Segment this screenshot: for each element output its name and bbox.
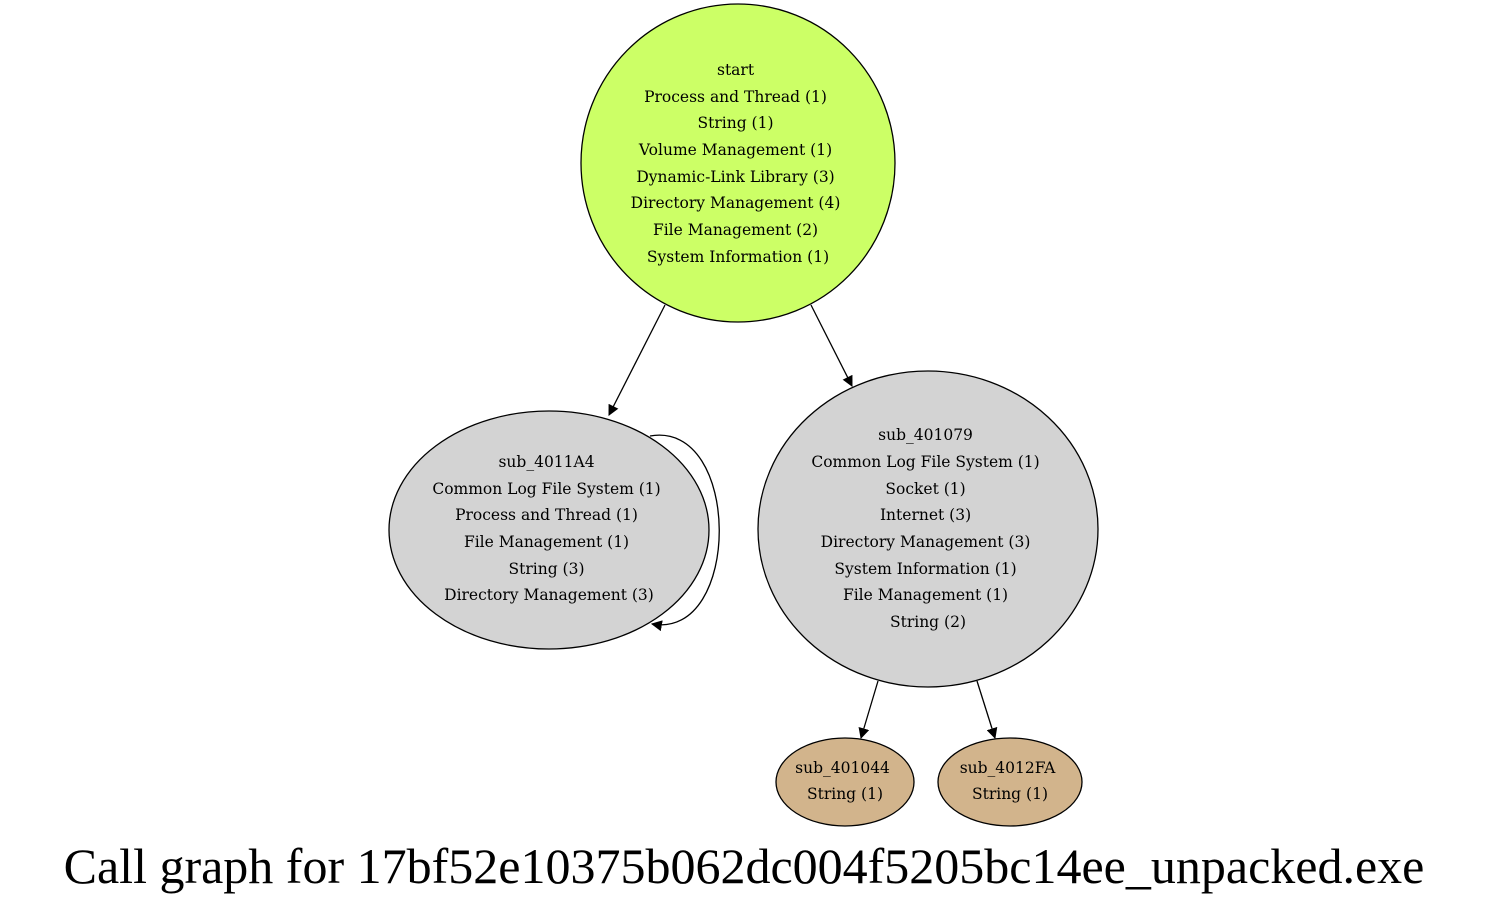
svg-text:sub_401079 Common Log Fi: sub_401079 Common Log File System (1) So… [811,426,1044,631]
node-sub-4011a4-title: sub_4011A4 [498,453,594,471]
edge-sub-401079-to-sub-4012fa [976,680,998,740]
node-start-line: Dynamic-Link Library (3) [636,168,834,186]
node-sub-401079-line: System Information (1) [834,560,1016,578]
node-sub-401044[interactable]: sub_401044 String (1) [775,737,915,827]
node-sub-4011a4-line: Process and Thread (1) [455,506,638,524]
svg-text:sub_401044 String (1): sub_401044 String (1) [795,759,895,803]
node-sub-4011a4-line: File Management (1) [464,533,629,551]
node-sub-401079-line: String (2) [890,613,966,631]
node-start-line: Process and Thread (1) [644,88,827,106]
node-sub-4012fa-shape [937,737,1083,827]
node-sub-401079-title: sub_401079 [878,426,973,444]
node-sub-4011a4-shape [388,410,710,650]
node-sub-4012fa-title: sub_4012FA [960,759,1056,777]
node-start-line: Volume Management (1) [638,141,832,159]
edge-sub-4011a4-self-loop [649,434,720,632]
node-sub-4011a4-line: String (3) [509,560,585,578]
node-sub-401079-line: Directory Management (3) [821,533,1031,551]
node-start-line: System Information (1) [647,248,829,266]
node-sub-401079-line: Common Log File System (1) [811,453,1039,471]
node-start-title: start [717,61,755,79]
node-sub-401044-shape [775,737,915,827]
svg-text:sub_4012FA String (1): sub_4012FA String (1) [960,759,1061,803]
svg-text:start Process and Thread: start Process and Thread (1) String (1) … [631,61,846,266]
node-sub-401079-shape [757,370,1099,688]
node-sub-401044-line: String (1) [807,785,883,803]
node-sub-401079-line: Internet (3) [880,506,971,524]
edge-start-to-sub-4011a4 [608,304,666,416]
node-sub-401044-title: sub_401044 [795,759,890,777]
edge-start-to-sub-401079 [810,304,853,387]
node-sub-4011a4-line: Common Log File System (1) [432,480,660,498]
node-sub-4011a4-line: Directory Management (3) [444,586,654,604]
node-sub-4012fa[interactable]: sub_4012FA String (1) [937,737,1083,827]
edge-sub-401079-to-sub-401044 [858,680,879,740]
node-sub-401079-line: Socket (1) [885,480,965,498]
graph-caption: Call graph for 17bf52e10375b062dc004f520… [63,838,1425,894]
node-sub-4011a4[interactable]: sub_4011A4 Common Log File System (1) Pr… [388,410,710,650]
node-sub-401079[interactable]: sub_401079 Common Log File System (1) So… [757,370,1099,688]
node-start[interactable]: start Process and Thread (1) String (1) … [580,3,896,323]
node-start-line: File Management (2) [653,221,818,239]
node-start-shape [580,3,896,323]
node-sub-401079-line: File Management (1) [843,586,1008,604]
svg-text:sub_4011A4 Common Log Fi: sub_4011A4 Common Log File System (1) Pr… [432,453,665,604]
node-start-line: Directory Management (4) [631,194,841,212]
node-start-line: String (1) [698,114,774,132]
node-sub-4012fa-line: String (1) [972,785,1048,803]
